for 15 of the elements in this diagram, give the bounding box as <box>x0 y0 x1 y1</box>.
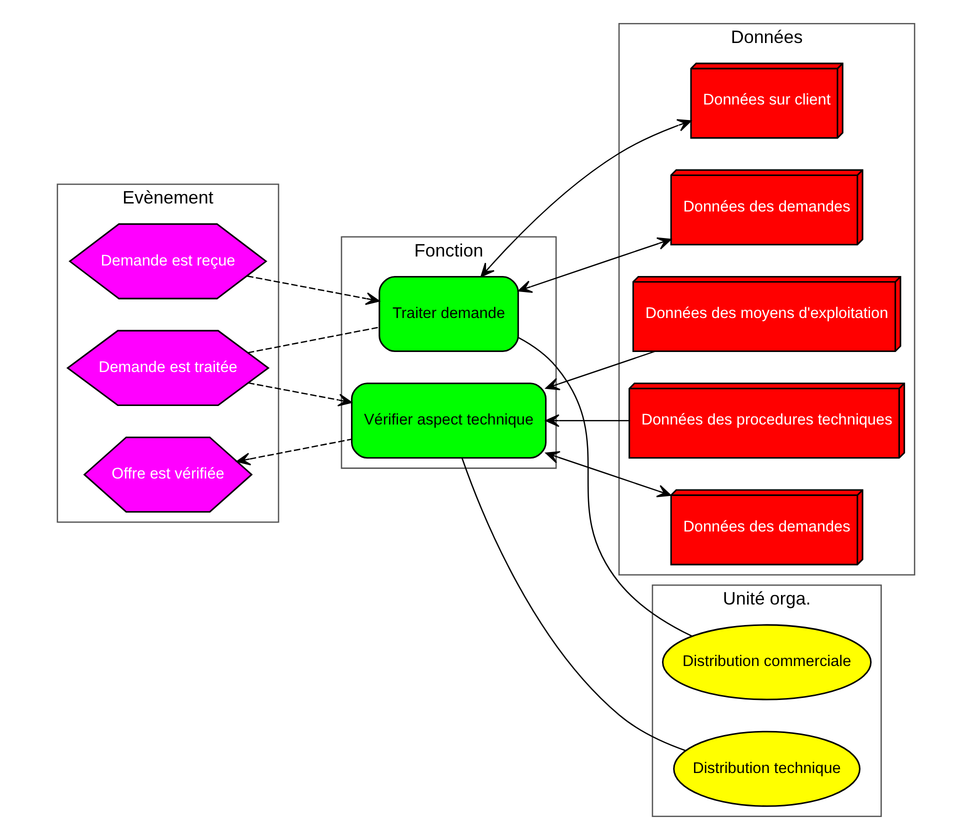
node-ellipse: Distribution technique <box>672 730 860 807</box>
node-ellipse: Distribution commerciale <box>661 624 872 700</box>
arrow <box>480 119 692 278</box>
arrow <box>248 382 352 406</box>
arrow <box>544 350 655 390</box>
arrow <box>544 414 628 428</box>
arrow <box>544 451 671 498</box>
node-box: Traiter demande <box>378 276 518 352</box>
connector <box>461 458 686 752</box>
arrow <box>236 438 352 466</box>
connector <box>517 336 692 637</box>
arrow <box>246 275 380 305</box>
arrow <box>517 237 672 293</box>
connector <box>247 326 379 354</box>
node-box: Vérifier aspect technique <box>350 382 546 459</box>
